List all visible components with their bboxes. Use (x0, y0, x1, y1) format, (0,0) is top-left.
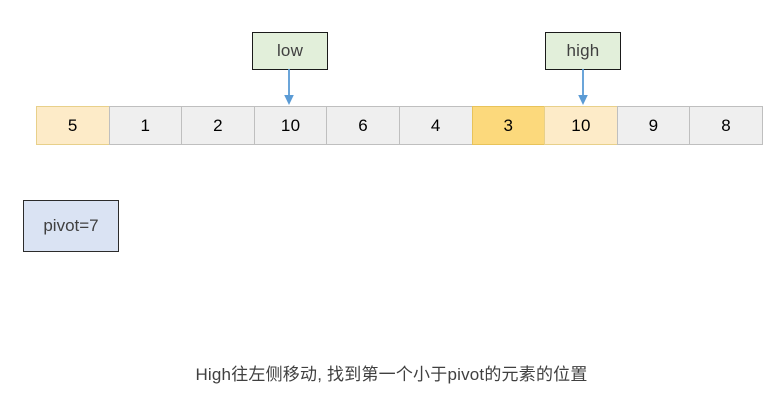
array-cell-value: 8 (721, 115, 732, 135)
pointer-label-low: low (252, 32, 328, 70)
pivot-box-text: pivot=7 (43, 216, 99, 235)
array-cell-value: 4 (430, 115, 441, 135)
array-cell[interactable]: 6 (326, 106, 399, 145)
arrow-down-high-icon (578, 69, 588, 105)
array-cell[interactable]: 5 (36, 106, 109, 145)
array-cell-value: 10 (280, 115, 301, 135)
pointer-label-low-text: low (276, 41, 304, 60)
array-cell[interactable]: 9 (616, 106, 690, 145)
pointer-label-high-text: high (566, 41, 600, 60)
array-cell-value: 10 (571, 115, 591, 135)
array-cell[interactable]: 4 (398, 106, 472, 145)
diagram-caption: High往左侧移动, 找到第一个小于pivot的元素的位置 (195, 365, 588, 384)
array-cell-value: 2 (213, 115, 223, 135)
array-cell[interactable]: 2 (181, 106, 254, 145)
array-cell[interactable]: 10 (544, 106, 617, 145)
array-cell-value: 3 (503, 115, 514, 135)
pointer-label-high: high (545, 32, 621, 70)
arrow-down-low-icon (284, 69, 294, 105)
array-cell[interactable]: 3 (471, 106, 545, 145)
array-cell-value: 6 (358, 115, 369, 135)
array-cell[interactable]: 8 (689, 106, 763, 145)
array-cell[interactable]: 10 (253, 106, 327, 145)
array-cell-value: 1 (140, 115, 151, 135)
pivot-box: pivot=7 (23, 200, 119, 252)
array-container: 5 1 2 10 6 4 3 10 9 8 (36, 106, 763, 145)
array-cell[interactable]: 1 (108, 106, 182, 145)
array-cell-value: 5 (67, 115, 78, 135)
array-cell-value: 9 (648, 115, 659, 135)
